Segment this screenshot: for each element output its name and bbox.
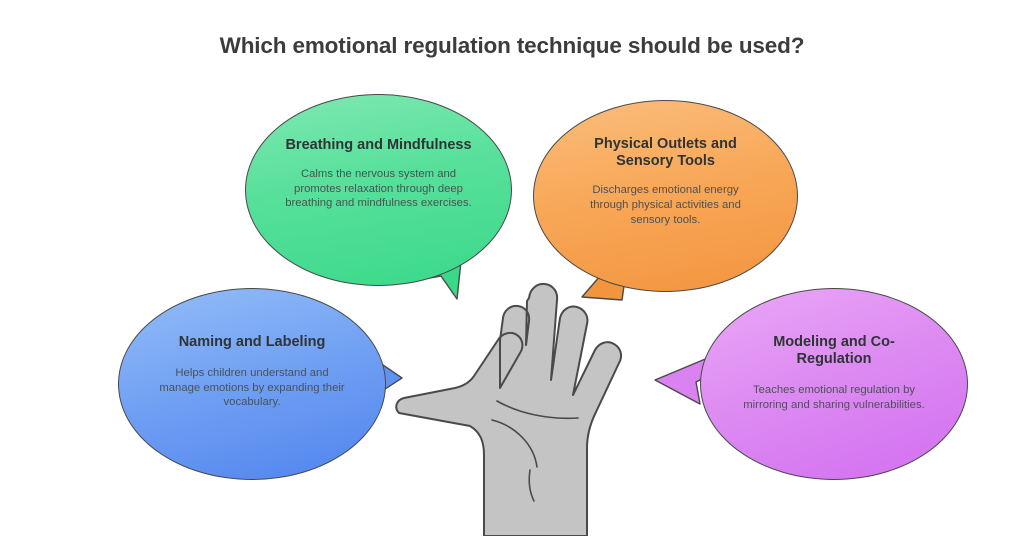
palm-line-lower — [491, 419, 538, 468]
bubble-heading: Naming and Labeling — [178, 334, 326, 350]
page-title: Which emotional regulation technique sho… — [219, 33, 805, 58]
bubble-breathing-and-mindfulness[interactable]: Breathing and Mindfulness Calms the nerv… — [245, 94, 512, 286]
bubble-physical-outlets-and-sensory-tools[interactable]: Physical Outlets and Sensory Tools Disch… — [533, 100, 798, 292]
palm-line-upper — [496, 400, 579, 420]
hand-silhouette — [395, 282, 623, 536]
bubble-heading: Breathing and Mindfulness — [285, 137, 472, 153]
open-hand-icon — [395, 282, 623, 536]
bubble-body: Helps children understand and manage emo… — [159, 367, 345, 409]
palm-line-wrist — [528, 469, 535, 502]
bubble-heading: Modeling and Co-Regulation — [773, 334, 895, 368]
bubble-body: Calms the nervous system and promotes re… — [285, 168, 472, 210]
bubble-body: Teaches emotional regulation by mirrorin… — [743, 384, 925, 411]
bubble-modeling-and-co-regulation[interactable]: Modeling and Co-Regulation Teaches emoti… — [700, 288, 968, 480]
bubble-heading: Physical Outlets and Sensory Tools — [594, 136, 737, 170]
bubble-naming-and-labeling[interactable]: Naming and Labeling Helps children under… — [118, 288, 386, 480]
bubble-body: Discharges emotional energy through phys… — [590, 184, 741, 226]
